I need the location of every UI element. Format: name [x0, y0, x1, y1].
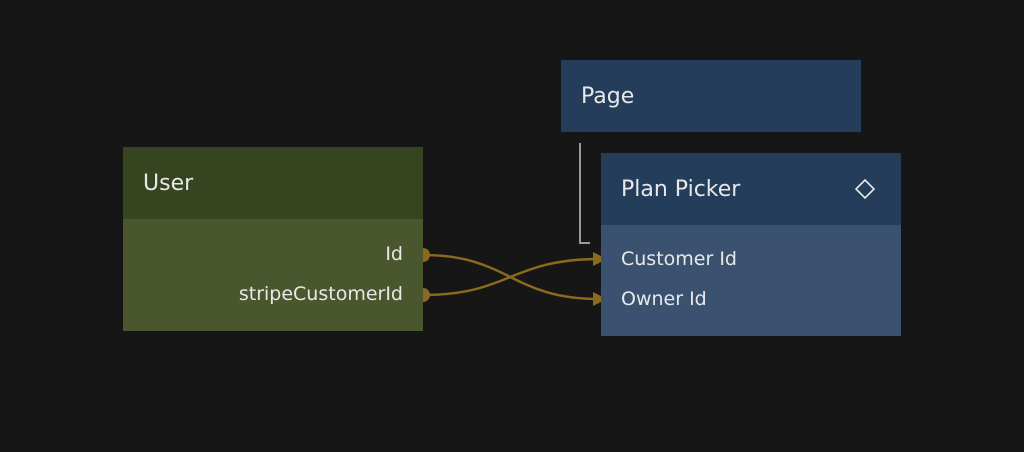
component-diamond-icon [855, 179, 875, 199]
output-label-stripecustomerid: stripeCustomerId [238, 283, 403, 305]
input-label-customer-id: Customer Id [621, 248, 737, 270]
connection-stripecustomerid-to-customer-id[interactable] [422, 257, 601, 297]
plan-picker-node-title: Plan Picker [621, 176, 741, 202]
plan-picker-node-header[interactable]: Plan Picker [601, 153, 901, 225]
input-label-owner-id: Owner Id [621, 288, 707, 310]
page-node-header[interactable]: Page [561, 60, 861, 132]
output-label-id: Id [385, 243, 403, 265]
page-node-title: Page [581, 83, 635, 109]
user-node-header[interactable]: User [123, 147, 423, 219]
hierarchy-line [579, 143, 590, 244]
connection-id-to-owner-id[interactable] [422, 253, 601, 301]
page-node[interactable]: Page [561, 60, 861, 132]
user-node[interactable]: User Id stripeCustomerId [123, 147, 423, 331]
plan-picker-node[interactable]: Plan Picker Customer Id Owner Id [601, 153, 901, 336]
user-node-title: User [143, 170, 194, 196]
